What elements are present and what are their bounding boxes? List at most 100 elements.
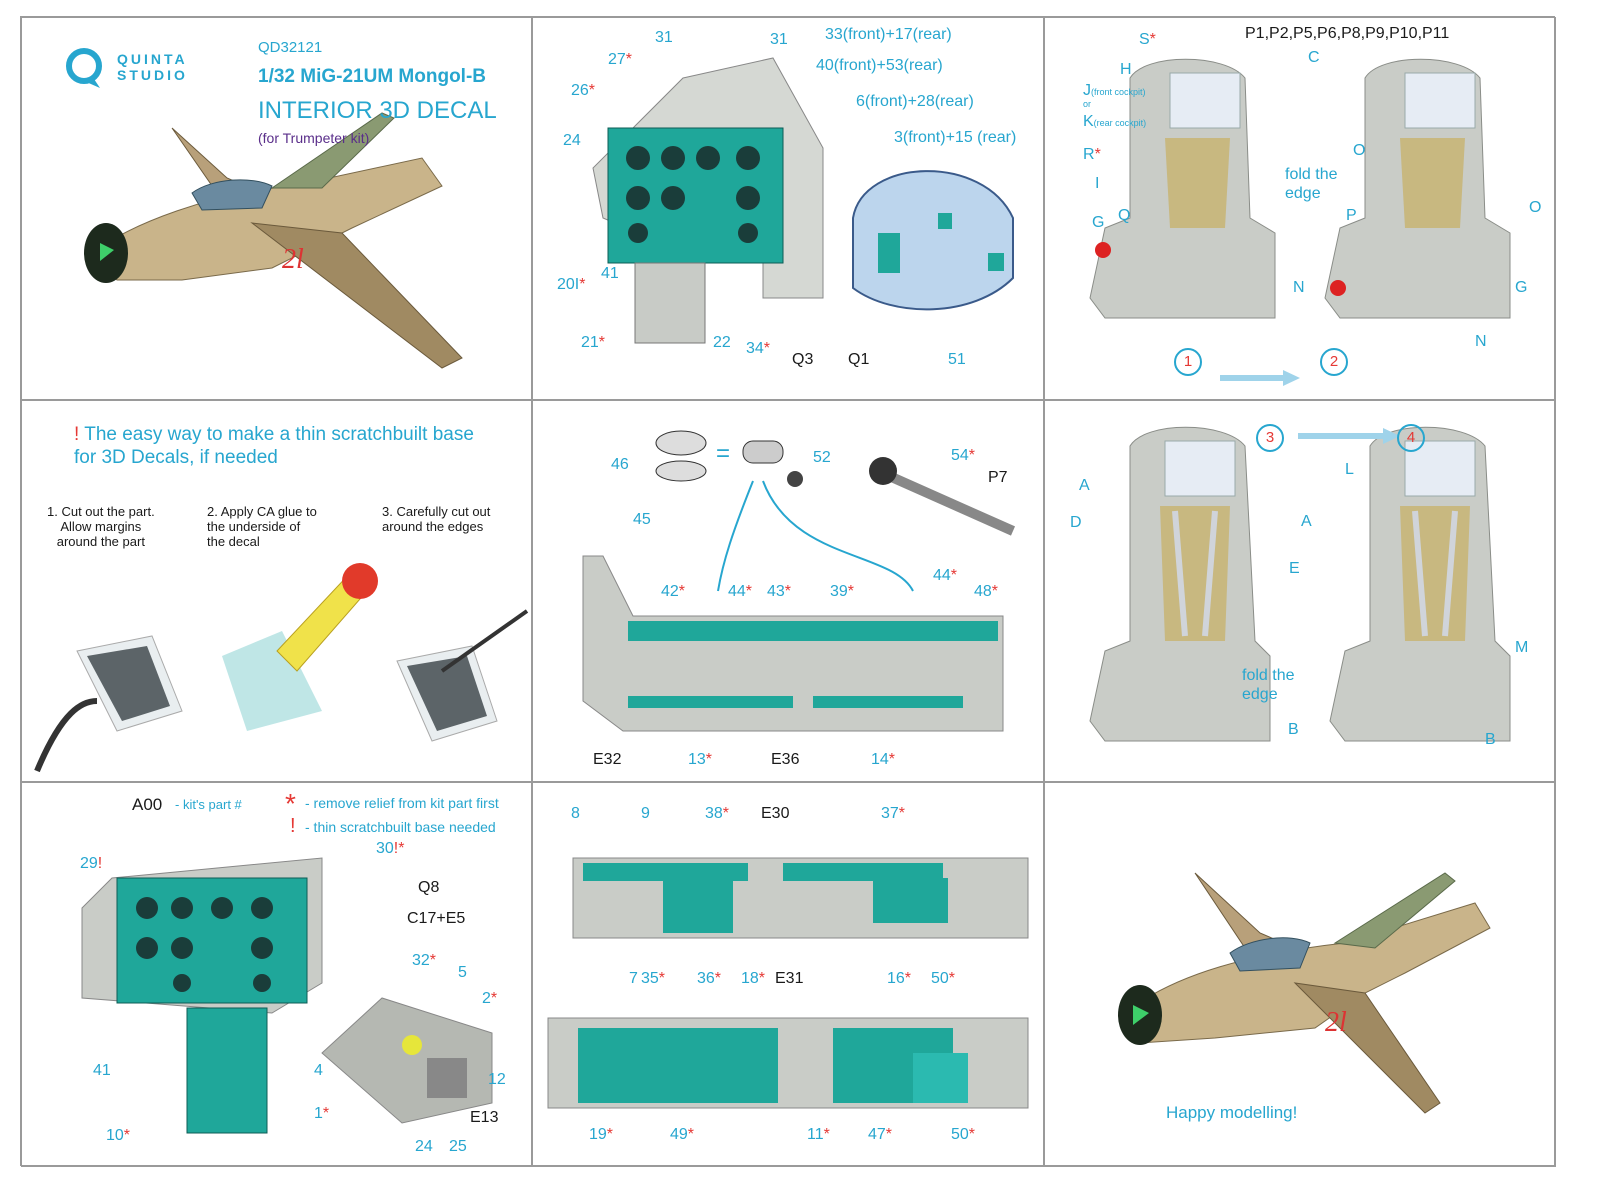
svg-text:2l: 2l [282, 244, 304, 275]
label-47: 47* [868, 1126, 893, 1143]
label-18: 18* [741, 970, 766, 987]
label-e36: E36 [771, 751, 800, 768]
note-6: 6(front)+28(rear) [856, 93, 974, 110]
footer-panel: 2l Happy modelling! [1044, 782, 1556, 1167]
label-31b: 31 [770, 31, 788, 48]
kit-note: (for Trumpeter kit) [258, 130, 370, 146]
label-g: G [1092, 214, 1105, 231]
svg-text:2l: 2l [1325, 1007, 1347, 1038]
step-1-icon: 1 [1174, 348, 1202, 376]
label-e13: E13 [470, 1109, 499, 1126]
legend-bang-icon: ! [290, 815, 296, 837]
label-j: J(front cockpit) [1083, 82, 1146, 99]
step-2-icon: 2 [1320, 348, 1348, 376]
label-36: 36* [697, 970, 722, 987]
instruction-sheet: 2l QUINTA STUDIO QD32121 1/32 MiG-21UM M… [20, 16, 1556, 1167]
label-n-left: N [1293, 279, 1305, 296]
note-33: 33(front)+17(rear) [825, 26, 952, 43]
label-30: 30!* [376, 840, 405, 857]
scratch-heading: ! The easy way to make a thin scratchbui… [74, 424, 474, 468]
label-r: R* [1083, 146, 1101, 163]
fold-note-top: fold the edge [1285, 166, 1338, 202]
label-b-right: B [1485, 731, 1496, 748]
label-50a: 50* [931, 970, 956, 987]
label-12: 12 [488, 1071, 506, 1088]
seat-steps-3-4-panel: 3 4 A A D E L M fold the edge B B [1044, 400, 1556, 782]
label-27: 27* [608, 51, 633, 68]
label-p7: P7 [988, 469, 1008, 486]
label-o-left: O [1353, 142, 1366, 159]
label-c17-e5: C17+E5 [407, 910, 466, 927]
label-46: 46 [611, 456, 629, 473]
seat-steps-1-2-panel: P1,P2,P5,P6,P8,P9,P10,P11 S* H C J(front… [1044, 17, 1556, 400]
label-s: S* [1139, 31, 1156, 48]
seat-harness-illustration [1089, 426, 1511, 742]
label-41: 41 [601, 265, 619, 282]
label-42: 42* [661, 583, 686, 600]
label-e31: E31 [775, 970, 804, 987]
label-k: K(rear cockpit) [1083, 113, 1147, 130]
label-41b: 41 [93, 1062, 111, 1079]
label-l: L [1345, 461, 1354, 478]
dashboard-panel: 31 27* 26* 24 20I* 41 21* 22 34* 31 Q3 3… [532, 17, 1044, 400]
label-14: 14* [871, 751, 896, 768]
label-a-left: A [1079, 477, 1090, 494]
note-3: 3(front)+15 (rear) [894, 129, 1017, 146]
label-25: 25 [449, 1138, 467, 1155]
label-45: 45 [633, 511, 651, 528]
consoles-illustration [547, 857, 1029, 1109]
mig21-icon: 2l [84, 112, 463, 369]
title-panel: 2l QUINTA STUDIO QD32121 1/32 MiG-21UM M… [21, 17, 532, 400]
label-e30: E30 [761, 805, 790, 822]
label-24: 24 [563, 132, 581, 149]
label-a-right: A [1301, 513, 1312, 530]
quinta-logo-icon [66, 48, 102, 88]
label-35: 35* [641, 970, 666, 987]
aircraft-illustration-2: 2l [1118, 872, 1491, 1114]
rear-dash-panel: A00 - kit's part # * - remove relief fro… [21, 782, 532, 1167]
product-title: 1/32 MiG-21UM Mongol-B [258, 66, 487, 87]
label-n-right: N [1475, 333, 1487, 350]
parts-list: P1,P2,P5,P6,P8,P9,P10,P11 [1245, 25, 1450, 42]
label-q: Q [1118, 207, 1131, 224]
legend-star-desc: - remove relief from kit part first [305, 795, 499, 811]
label-q8: Q8 [418, 879, 440, 896]
label-d: D [1070, 514, 1082, 531]
scratchbuilt-photos [34, 563, 529, 773]
label-37: 37* [881, 805, 906, 822]
legend-star-icon: * [285, 788, 296, 819]
label-or: or [1083, 99, 1092, 109]
happy-modelling-text: Happy modelling! [1166, 1103, 1298, 1122]
legend-a00: A00 [132, 795, 163, 814]
brand-name-line2: STUDIO [117, 67, 188, 83]
label-q1: Q1 [848, 351, 870, 368]
label-39: 39* [830, 583, 855, 600]
label-e32: E32 [593, 751, 622, 768]
label-c: C [1308, 49, 1320, 66]
svg-text:=: = [716, 440, 730, 467]
sidewall-panel: = 46 45 52 54* P7 42* 44* 43* 39* 44* 48… [532, 400, 1044, 782]
label-e: E [1289, 560, 1300, 577]
legend-a00-desc: - kit's part # [175, 797, 242, 812]
step-3-icon: 3 [1256, 424, 1284, 452]
legend-bang-desc: - thin scratchbuilt base needed [305, 819, 496, 835]
label-20i: 20I* [557, 276, 586, 293]
label-1: 1* [314, 1105, 330, 1122]
fold-note-bottom: fold the edge [1242, 667, 1295, 703]
scratch-step-1: 1. Cut out the part. Allow margins aroun… [47, 504, 155, 549]
label-h: H [1120, 61, 1132, 78]
label-38: 38* [705, 805, 730, 822]
label-44a: 44* [728, 583, 753, 600]
label-54: 54* [951, 447, 976, 464]
scratchbuilt-panel: ! The easy way to make a thin scratchbui… [21, 400, 532, 782]
label-22: 22 [713, 334, 731, 351]
label-7: 7 [629, 970, 638, 987]
label-b-left: B [1288, 721, 1299, 738]
label-16: 16* [887, 970, 912, 987]
label-8: 8 [571, 805, 580, 822]
label-34: 34* [746, 340, 771, 357]
label-26: 26* [571, 82, 596, 99]
label-32: 32* [412, 952, 437, 969]
product-subtitle: INTERIOR 3D DECAL [258, 97, 497, 124]
label-31a: 31 [655, 29, 673, 46]
